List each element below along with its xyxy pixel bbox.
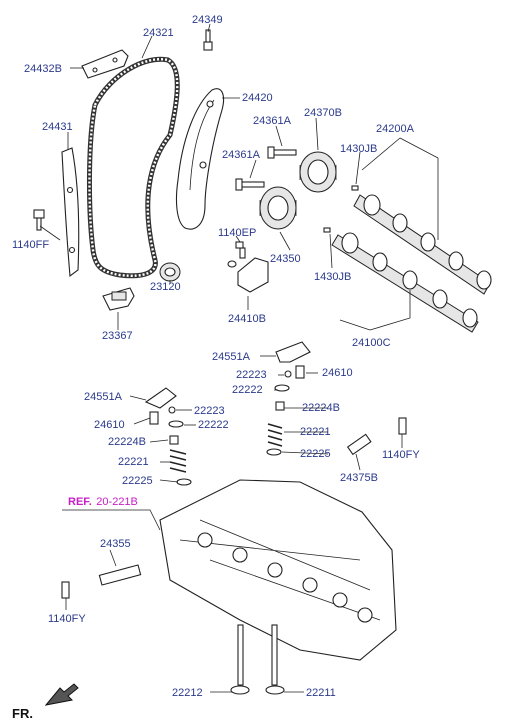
oil-control-valve-right[interactable] <box>346 433 372 456</box>
tensioner-arm[interactable] <box>175 88 225 230</box>
lash-adjuster-upper[interactable] <box>295 365 305 379</box>
label-22225-lower[interactable]: 22225 <box>122 475 153 487</box>
label-24610-upper[interactable]: 24610 <box>322 367 353 379</box>
label-23367[interactable]: 23367 <box>102 330 133 342</box>
bolt-1140fy-left[interactable] <box>61 581 70 599</box>
bolt-24349[interactable] <box>203 29 213 51</box>
spring-seat-upper[interactable] <box>266 448 282 456</box>
crank-sprocket[interactable] <box>159 262 181 282</box>
timing-chain[interactable] <box>86 56 180 279</box>
label-1140ep[interactable]: 1140EP <box>218 227 256 239</box>
label-24361a-lower[interactable]: 24361A <box>222 149 261 161</box>
front-label: FR. <box>12 706 33 721</box>
valve-cotter-upper[interactable] <box>284 370 292 378</box>
dowel-pin-lower[interactable] <box>323 227 331 233</box>
sprocket-bolt-upper[interactable] <box>267 146 297 159</box>
label-22224b-lower[interactable]: 22224B <box>108 436 146 448</box>
label-22221-lower[interactable]: 22221 <box>118 456 149 468</box>
label-24349[interactable]: 24349 <box>192 14 223 26</box>
label-22221-upper[interactable]: 22221 <box>300 426 331 438</box>
label-23120[interactable]: 23120 <box>150 281 181 293</box>
label-22222-upper[interactable]: 22222 <box>232 384 263 396</box>
spring-seat-lower[interactable] <box>176 478 192 486</box>
cylinder-head <box>159 479 397 661</box>
front-arrow-icon <box>44 683 79 706</box>
label-22222-lower[interactable]: 22222 <box>198 419 229 431</box>
label-22211[interactable]: 22211 <box>306 687 336 699</box>
label-24370b[interactable]: 24370B <box>304 107 342 119</box>
rocker-arm-upper[interactable] <box>275 341 311 363</box>
svg-text:REF. 20-221B[interactable]: REF. 20-221B <box>68 492 138 509</box>
label-24610-lower[interactable]: 24610 <box>94 419 125 431</box>
front-direction-indicator: FR. <box>12 683 79 721</box>
label-24355[interactable]: 24355 <box>100 538 131 550</box>
cvvt-sprocket-24370b[interactable] <box>299 151 337 193</box>
label-1140ff[interactable]: 1140FF <box>12 239 49 251</box>
spring-retainer-lower[interactable] <box>168 420 184 428</box>
label-24350[interactable]: 24350 <box>270 253 301 265</box>
ref-number: 20-221B <box>96 496 138 508</box>
label-24432b[interactable]: 24432B <box>24 63 62 75</box>
rocker-arm-lower[interactable] <box>144 387 177 409</box>
label-1430jb-lower[interactable]: 1430JB <box>314 271 351 283</box>
label-24100c[interactable]: 24100C <box>352 337 391 349</box>
leader-lines <box>39 23 439 693</box>
label-24551a-lower[interactable]: 24551A <box>84 391 123 403</box>
valve-spring-upper[interactable] <box>267 423 283 447</box>
valve-stem-seal-upper[interactable] <box>275 401 285 411</box>
bolt-1140fy-right[interactable] <box>398 417 407 435</box>
chain-guide-fixed[interactable] <box>61 147 80 278</box>
valve-stem-seal-lower[interactable] <box>169 435 179 445</box>
spring-retainer-upper[interactable] <box>274 384 290 392</box>
valve-spring-lower[interactable] <box>169 449 187 473</box>
label-24200a[interactable]: 24200A <box>376 123 415 135</box>
oil-control-valve-left[interactable] <box>98 564 142 586</box>
label-24321[interactable]: 24321 <box>143 27 174 39</box>
label-24420[interactable]: 24420 <box>242 92 273 104</box>
reference-link[interactable]: REF. 20-221B <box>68 492 138 509</box>
cvvt-sprocket-24350[interactable] <box>259 186 297 230</box>
dowel-pin-upper[interactable] <box>351 185 359 191</box>
label-22223-upper[interactable]: 22223 <box>236 369 267 381</box>
label-24361a-upper[interactable]: 24361A <box>253 115 292 127</box>
bolt-1140ff[interactable] <box>33 209 45 231</box>
label-22223-lower[interactable]: 22223 <box>194 405 225 417</box>
camshaft-exhaust[interactable] <box>331 232 479 333</box>
label-24375b[interactable]: 24375B <box>340 472 378 484</box>
label-24410b[interactable]: 24410B <box>228 313 266 325</box>
chain-tensioner-23367[interactable] <box>102 287 135 311</box>
label-24551a-upper[interactable]: 24551A <box>212 351 251 363</box>
valve-cotter-lower[interactable] <box>168 406 176 414</box>
intake-valve[interactable] <box>230 624 250 695</box>
bolt-1140ep[interactable] <box>235 241 244 249</box>
hydraulic-tensioner[interactable] <box>227 247 269 293</box>
lash-adjuster-lower[interactable] <box>149 411 159 425</box>
part-labels: 24349 24321 24432B 24420 24431 24361A 24… <box>12 14 420 699</box>
label-22225-upper[interactable]: 22225 <box>300 448 331 460</box>
label-22224b-upper[interactable]: 22224B <box>302 402 340 414</box>
ref-prefix: REF. <box>68 496 92 508</box>
label-24431[interactable]: 24431 <box>42 121 73 133</box>
label-1140fy-left[interactable]: 1140FY <box>48 613 86 625</box>
exhaust-valve[interactable] <box>265 624 285 695</box>
sprocket-bolt-lower[interactable] <box>235 178 265 191</box>
chain-guide-upper[interactable] <box>81 49 129 79</box>
label-1430jb-upper[interactable]: 1430JB <box>340 143 377 155</box>
camshaft-intake[interactable] <box>353 194 492 295</box>
label-1140fy-right[interactable]: 1140FY <box>382 449 420 461</box>
label-22212[interactable]: 22212 <box>172 687 203 699</box>
